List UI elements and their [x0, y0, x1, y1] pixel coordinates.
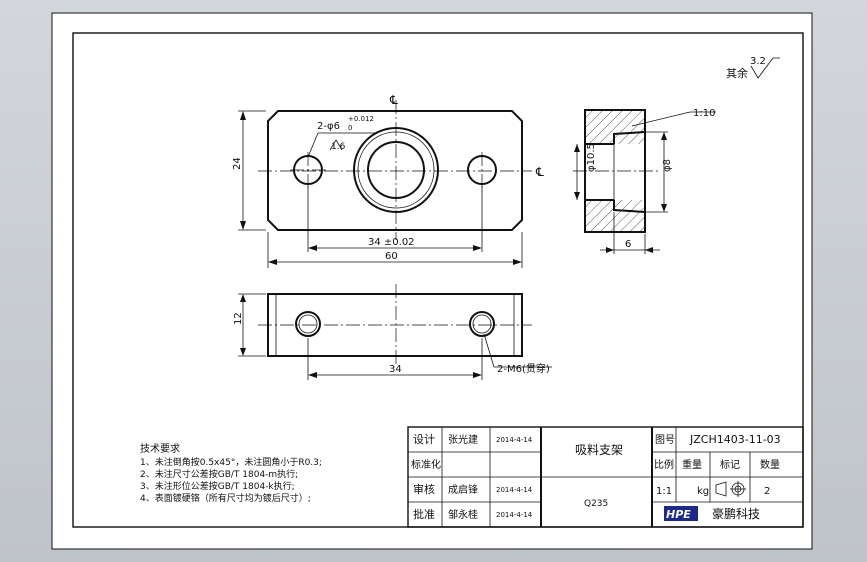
tech-note-line: 3、未注形位公差按GB/T 1804-k执行;	[140, 480, 295, 492]
dim-height: 24	[232, 157, 243, 170]
tb-company: 豪鹏科技	[712, 506, 760, 521]
tb-weight: kg	[697, 486, 709, 497]
tb-name-design: 张光建	[448, 433, 478, 446]
tech-notes: 技术要求 1、未注倒角按0.5x45°，未注圆角小于R0.3; 2、未注尺寸公差…	[140, 442, 322, 504]
tb-role-approve: 批准	[413, 507, 435, 521]
dim-inner-dia: φ8	[662, 159, 673, 172]
dim-depth: 6	[625, 239, 631, 250]
dim-thickness: 12	[233, 312, 244, 325]
roughness-label: 其余	[726, 66, 748, 80]
bottom-view: 12 34 2-M6(贯穿)	[233, 284, 552, 380]
tb-qty: 2	[764, 486, 770, 497]
tb-mark-label: 标记	[720, 459, 740, 471]
tb-part-name: 吸料支架	[575, 443, 623, 457]
tb-material: Q235	[584, 499, 608, 509]
tb-weight-label: 重量	[682, 458, 702, 471]
dim-width: 60	[385, 251, 398, 262]
hole-tol-upper: +0.012	[348, 115, 374, 123]
centerline-mark-top: ℄	[389, 93, 398, 107]
hole-tol-lower: 0	[348, 124, 352, 132]
tb-name-approve: 邹永桂	[448, 508, 478, 521]
roughness-value: 3.2	[750, 56, 766, 67]
hole-roughness: 1.6	[331, 142, 346, 152]
company-logo: HPE	[664, 506, 698, 521]
title-block: 设计 张光建 2014-4-14 标准化 审核 成启锋 2014-4-14 批准…	[407, 426, 804, 528]
side-view: 1:10 φ10.5 φ8 6	[573, 108, 716, 254]
roughness-symbol: 其余 3.2	[726, 56, 780, 80]
tb-qty-label: 数量	[760, 458, 780, 471]
hole-dim-label: 2-φ6	[317, 121, 340, 132]
centerline-mark-right: ℄	[535, 165, 544, 179]
tb-name-review: 成启锋	[448, 483, 478, 496]
dim-outer-dia: φ10.5	[586, 143, 597, 172]
tb-drawing-no-label: 图号	[655, 434, 675, 446]
tb-role-review: 审核	[413, 482, 435, 496]
tb-scale: 1:1	[656, 486, 672, 497]
tb-role-design: 设计	[413, 433, 435, 446]
tb-role-standard: 标准化	[411, 458, 441, 471]
tech-notes-title: 技术要求	[140, 442, 180, 455]
taper-label: 1:10	[693, 108, 715, 119]
projection-icon	[715, 481, 746, 497]
tb-drawing-no: JZCH1403-11-03	[689, 433, 781, 446]
front-view: ℄ ℄ 2-φ6 +0.012 0 1.6 24 34 ±0.02 60	[232, 93, 544, 268]
tb-date-design: 2014-4-14	[496, 436, 533, 444]
tech-note-line: 4、表面镀硬铬（所有尺寸均为镀后尺寸）;	[140, 492, 311, 504]
tb-scale-label: 比例	[654, 458, 674, 471]
logo-text: HPE	[666, 508, 691, 521]
tech-note-line: 2、未注尺寸公差按GB/T 1804-m执行;	[140, 468, 298, 480]
tb-date-approve: 2014-4-14	[496, 511, 533, 519]
dim-spacing: 34 ±0.02	[368, 237, 415, 248]
tech-note-line: 1、未注倒角按0.5x45°，未注圆角小于R0.3;	[140, 456, 322, 468]
paper-border	[51, 12, 813, 550]
thread-note: 2-M6(贯穿)	[497, 362, 550, 375]
tb-date-review: 2014-4-14	[496, 486, 533, 494]
dim-spacing-bottom: 34	[389, 364, 402, 375]
